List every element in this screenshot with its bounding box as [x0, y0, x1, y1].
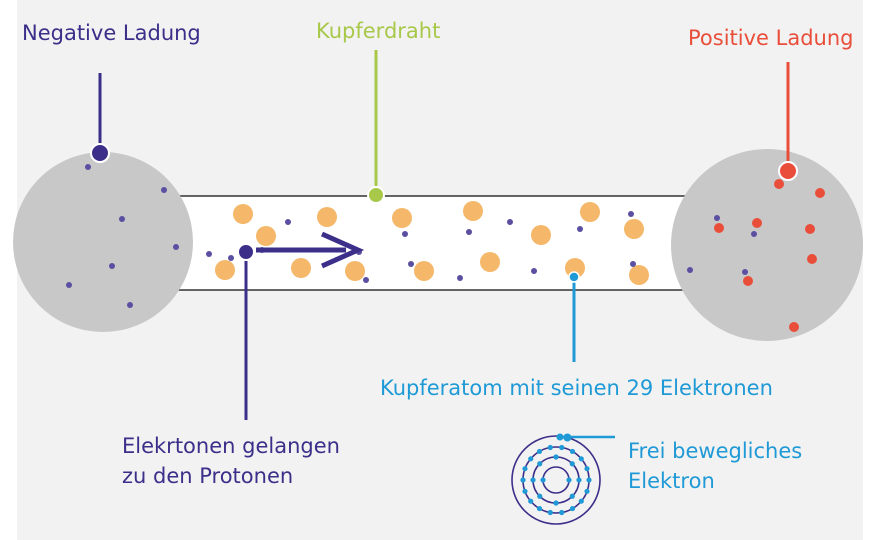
shell-electron-dot — [584, 488, 590, 494]
copper-atoms — [215, 201, 649, 285]
negative-sphere-electrons — [66, 164, 179, 308]
shell-electron-dot — [569, 505, 576, 512]
right-arrow-icon — [256, 231, 365, 269]
shell-electron-dot — [553, 454, 559, 460]
negative-sphere — [13, 152, 193, 332]
shell-electron-dot — [540, 477, 546, 483]
electron-flow-label: Elekrtonen gelangen zu den Protonen — [122, 431, 340, 491]
positive-sphere-electrons — [687, 215, 757, 275]
free-electron-label: Frei bewegliches Elektron — [628, 436, 802, 496]
positive-sphere — [671, 149, 863, 341]
shell-electron-dot — [547, 444, 553, 451]
shell-electron-dot — [522, 466, 528, 472]
shell-electron-dot — [547, 509, 553, 516]
copper-wire-callout — [367, 50, 385, 204]
copper-wire-label: Kupferdraht — [316, 19, 441, 43]
shell-electron-dot — [537, 461, 543, 467]
shell-electron-dot — [578, 498, 584, 504]
shell-electron-dot — [569, 461, 575, 467]
shell-electron-dot — [536, 505, 543, 512]
shell-electron-dot — [553, 500, 559, 506]
shell-electron-dot — [520, 477, 526, 483]
positive-charge-callout — [778, 62, 798, 181]
positive-charge-label: Positive Ladung — [688, 26, 854, 50]
copper-atom-callout — [568, 271, 580, 362]
shell-electron-dot — [536, 448, 543, 455]
shell-electron-dot — [559, 509, 565, 516]
shell-electron-dot — [522, 488, 528, 494]
shell-electron-dot — [578, 456, 584, 462]
free-electron-callout — [556, 433, 615, 441]
negative-charge-callout — [90, 73, 110, 163]
electron-flow-label-line2: zu den Protonen — [122, 464, 294, 488]
positive-sphere-protons — [714, 179, 825, 332]
shell-electron-dot — [528, 456, 534, 462]
atom-shell-icon — [511, 433, 601, 525]
negative-charge-label: Negative Ladung — [22, 21, 201, 45]
shell-electron-dot — [530, 477, 536, 483]
shell-electron-dot — [569, 493, 575, 499]
shell-electron-dot — [537, 493, 543, 499]
shell-electron-dot — [584, 466, 590, 472]
electron-flow-label-line1: Elekrtonen gelangen — [122, 434, 340, 458]
free-electron-label-line1: Frei bewegliches — [628, 439, 803, 463]
shell-electron-dot — [528, 498, 534, 504]
shell-electron-dot — [566, 477, 572, 483]
shell-electron-dot — [576, 477, 582, 483]
electron-flow-callout — [237, 243, 255, 420]
shell-electron-dot — [569, 448, 576, 455]
copper-atom-label: Kupferatom mit seinen 29 Elektronen — [380, 376, 773, 400]
shell-electron-dot — [559, 444, 565, 451]
shell-electron-dot — [586, 477, 592, 483]
free-electron-label-line2: Elektron — [628, 469, 715, 493]
